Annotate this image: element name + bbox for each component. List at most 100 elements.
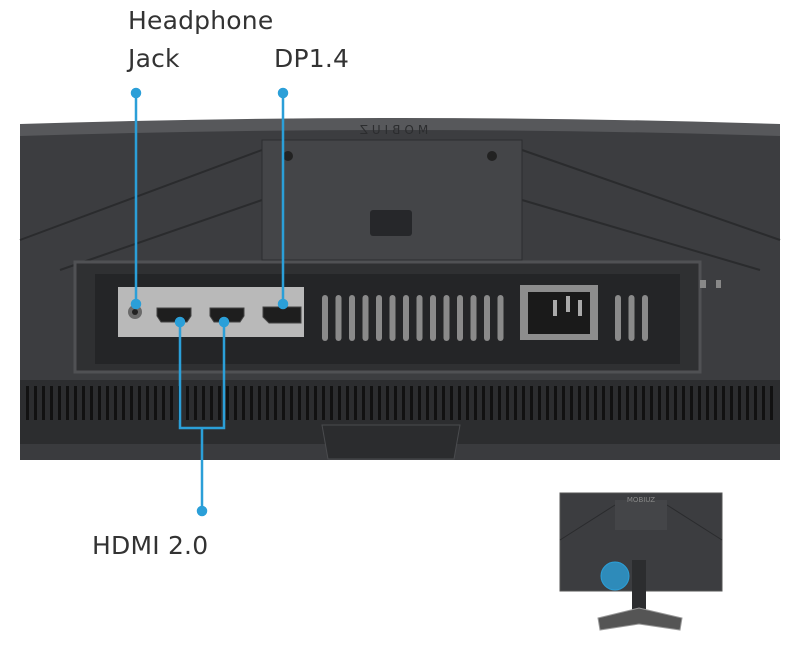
grille-slot: [282, 386, 285, 420]
grille-slot: [530, 386, 533, 420]
stand-neck: [321, 424, 461, 460]
headphone-label-line2: Jack: [128, 44, 180, 73]
grille-slot: [746, 386, 749, 420]
grille-slot: [338, 386, 341, 420]
grille-slot: [482, 386, 485, 420]
grille-slot: [234, 386, 237, 420]
hdmi-port-1: [156, 307, 192, 323]
grille-slot: [594, 386, 597, 420]
vent-holes: [322, 295, 648, 341]
grille-slot: [722, 386, 725, 420]
grille-slot: [162, 386, 165, 420]
grille-slot: [106, 386, 109, 420]
grille-slot: [130, 386, 133, 420]
vent-column: [443, 295, 450, 341]
grille-slot: [314, 386, 317, 420]
grille-slot: [266, 386, 269, 420]
vent-column: [403, 295, 409, 341]
grille-slot: [434, 386, 437, 420]
headphone-label-line1: Headphone: [128, 6, 274, 35]
vent-column: [642, 295, 648, 341]
grille-slot: [202, 386, 205, 420]
grille-slot: [714, 386, 717, 420]
grille-slot: [562, 386, 565, 420]
grille-slot: [538, 386, 541, 420]
grille-slot: [386, 386, 389, 420]
grille-slot: [466, 386, 469, 420]
grille-slot: [514, 386, 517, 420]
logo: MOBIUZ: [356, 123, 428, 137]
grille-slot: [402, 386, 405, 420]
grille-slot: [226, 386, 229, 420]
monitor-thumbnail: MOBIUZ: [559, 492, 723, 631]
grille-slot: [418, 386, 421, 420]
vent-column: [430, 295, 436, 341]
grille-slot: [250, 386, 253, 420]
vent-column: [335, 295, 342, 341]
grille-slot: [194, 386, 197, 420]
grille-slot: [626, 386, 629, 420]
grille-slot: [674, 386, 677, 420]
grille-slot: [642, 386, 645, 420]
headphone-jack-label: Headphone Jack: [128, 2, 273, 78]
grille-slot: [498, 386, 501, 420]
grille-slot: [770, 386, 773, 420]
grille-slot: [730, 386, 733, 420]
grille-slot: [554, 386, 557, 420]
vent-column: [470, 295, 477, 341]
vent-column: [322, 295, 328, 341]
grille-slot: [474, 386, 477, 420]
grille-slot: [634, 386, 637, 420]
grille-slot: [698, 386, 701, 420]
grille-slot: [242, 386, 245, 420]
grille-slot: [658, 386, 661, 420]
grille-slot: [354, 386, 357, 420]
vent-column: [376, 295, 382, 341]
grille-slot: [26, 386, 29, 420]
grille-slot: [82, 386, 85, 420]
grille-slot: [690, 386, 693, 420]
callout-lines: [130, 87, 289, 517]
vent-column: [484, 295, 490, 341]
grille-slot: [154, 386, 157, 420]
grille-slot: [706, 386, 709, 420]
grille-slot: [586, 386, 589, 420]
grille-slot: [186, 386, 189, 420]
vent-column: [416, 295, 423, 341]
grille-slot: [458, 386, 461, 420]
grille-slot: [442, 386, 445, 420]
vent-column: [349, 295, 355, 341]
vent-column: [628, 295, 635, 341]
grille-slot: [306, 386, 309, 420]
hdmi-label: HDMI 2.0: [92, 531, 209, 560]
grille-slot: [346, 386, 349, 420]
displayport-port: [262, 306, 302, 324]
grille-slot: [490, 386, 493, 420]
grille-slot: [98, 386, 101, 420]
grille-slot: [682, 386, 685, 420]
vent-column: [389, 295, 396, 341]
vent-column: [615, 295, 621, 341]
grille-slot: [602, 386, 605, 420]
svg-text:MOBIUZ: MOBIUZ: [627, 496, 655, 504]
displayport-label: DP1.4: [274, 44, 350, 73]
grille-slot: [322, 386, 325, 420]
grille-slot: [666, 386, 669, 420]
grille-slot: [754, 386, 757, 420]
grille-slot: [90, 386, 93, 420]
grille-slot: [522, 386, 525, 420]
grille-slot: [394, 386, 397, 420]
grille-slot: [570, 386, 573, 420]
grille-slot: [362, 386, 365, 420]
grille-slot: [274, 386, 277, 420]
grille-slot: [426, 386, 429, 420]
grille-slot: [410, 386, 413, 420]
vent-column: [457, 295, 463, 341]
grille-slot: [170, 386, 173, 420]
grille-slot: [650, 386, 653, 420]
vent-column: [362, 295, 369, 341]
grille-slot: [546, 386, 549, 420]
grille-slot: [122, 386, 125, 420]
vent-column: [497, 295, 504, 341]
